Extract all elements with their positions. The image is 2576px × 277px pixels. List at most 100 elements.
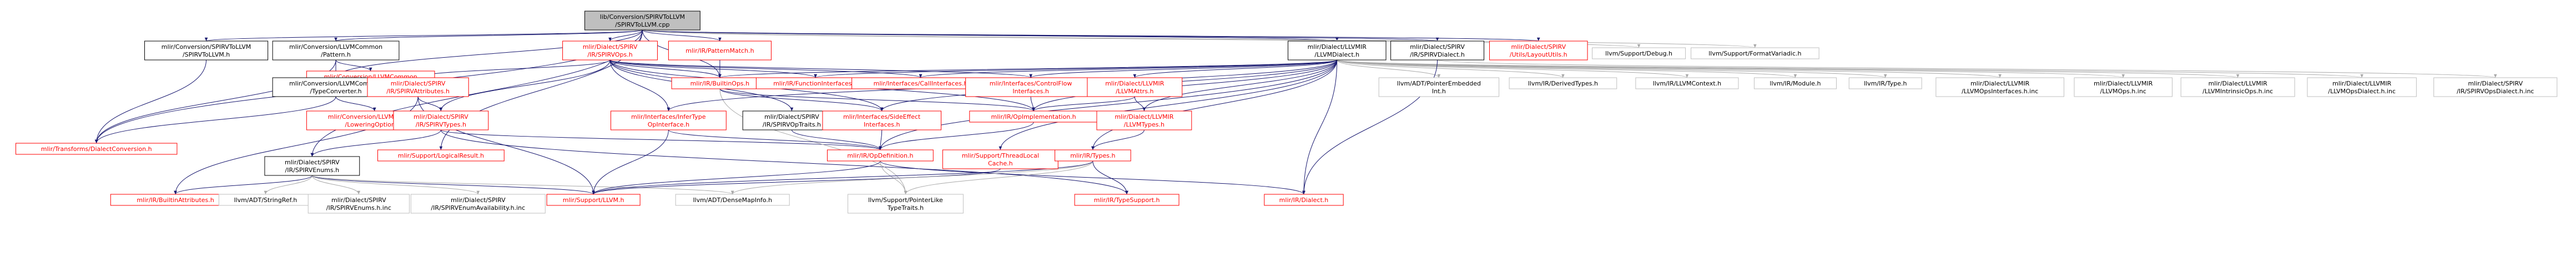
node-label: OpInterface.h: [648, 121, 689, 128]
node-llvmtypes[interactable]: mlir/Dialect/LLVMIR/LLVMTypes.h: [1096, 110, 1192, 130]
node-label: mlir/Dialect/SPIRV: [1511, 43, 1566, 51]
node-opdefinition[interactable]: mlir/IR/OpDefinition.h: [827, 149, 934, 162]
node-box: [1592, 47, 1686, 59]
node-label: mlir/Dialect/LLVMIR: [2332, 80, 2392, 87]
edge-llvmcommon-pattern-to-dialectconversion: [94, 59, 336, 144]
node-logicalresult[interactable]: mlir/Support/LogicalResult.h: [377, 149, 505, 162]
node-llvmir-dialect[interactable]: mlir/Dialect/LLVMIR/LLVMDialect.h: [1288, 41, 1387, 61]
node-spirv-layoututils[interactable]: mlir/Dialect/SPIRV/Utils/LayoutUtils.h: [1489, 41, 1588, 61]
node-label: mlir/IR/BuiltinAttributes.h: [137, 197, 214, 204]
edge-opdefinition-to-llvm-h: [592, 160, 881, 195]
node-label: /IR/SPIRVTypes.h: [416, 121, 466, 128]
node-spirv-dialect[interactable]: mlir/Dialect/SPIRV/IR/SPIRVDialect.h: [1390, 41, 1485, 61]
edge-llvmir-dialect-to-builtinops: [718, 59, 1338, 78]
node-box: [2307, 77, 2417, 97]
edge-llvmattrs-to-opimplementation: [1032, 96, 1135, 112]
node-spirv-enums[interactable]: mlir/Dialect/SPIRV/IR/SPIRVEnums.h: [264, 156, 360, 176]
node-spirv-types[interactable]: mlir/Dialect/SPIRV/IR/SPIRVTypes.h: [393, 110, 489, 130]
node-box: [1096, 110, 1192, 130]
node-box: [562, 41, 658, 61]
node-label: mlir/Dialect/LLVMIR: [1115, 113, 1174, 120]
edge-opimplementation-to-opdefinition: [879, 122, 1034, 150]
node-box: [2074, 77, 2173, 97]
node-label: /LLVMOpsInterfaces.h.inc: [1962, 88, 2038, 95]
node-box: [377, 149, 505, 162]
node-llvmattrs[interactable]: mlir/Dialect/LLVMIR/LLVMAttrs.h: [1087, 77, 1183, 97]
node-box: [822, 110, 942, 130]
node-box: [307, 194, 410, 214]
edge-ir-types-to-pointerliketypetraits: [904, 160, 1093, 195]
node-box: [1753, 77, 1837, 89]
node-label: mlir/Conversion/LLVMCommon: [289, 80, 382, 87]
edge-llvmir-dialect-to-llvmopsinterfaces-inc: [1337, 59, 2002, 78]
node-label: llvm/IR/Type.h: [1864, 80, 1907, 87]
edge-threadlocalcache-to-llvm-h: [592, 168, 1001, 195]
node-patternmatch[interactable]: mlir/IR/PatternMatch.h: [668, 41, 772, 61]
edge-typeconverter-to-loweringoptions: [335, 96, 376, 112]
node-label: mlir/Dialect/SPIRV: [2468, 80, 2523, 87]
node-label: mlir/Interfaces/ControlFlow: [990, 80, 1072, 87]
node-label: llvm/Support/PointerLike: [868, 197, 943, 204]
node-box: [1087, 77, 1183, 97]
node-box: [668, 41, 772, 61]
node-spirv-ops[interactable]: mlir/Dialect/SPIRV/IR/SPIRVOps.h: [562, 41, 658, 61]
node-dialectconversion[interactable]: mlir/Transforms/DialectConversion.h: [15, 143, 178, 155]
node-label: /IR/SPIRVAttributes.h: [386, 88, 450, 95]
node-label: llvm/IR/Module.h: [1770, 80, 1821, 87]
edge-root-to-spirv-layoututils: [642, 29, 1540, 42]
node-ir-types[interactable]: mlir/IR/Types.h: [1055, 149, 1131, 162]
node-box: [2433, 77, 2558, 97]
edge-spirv-ops-to-inferopinterface: [609, 59, 671, 112]
node-label: mlir/IR/TypeSupport.h: [1094, 197, 1160, 204]
edge-root-to-typeconverter: [334, 29, 643, 78]
node-opimplementation[interactable]: mlir/IR/OpImplementation.h: [969, 110, 1098, 123]
node-builtinops[interactable]: mlir/IR/BuiltinOps.h: [671, 77, 769, 89]
node-spirv-attributes[interactable]: mlir/Dialect/SPIRV/IR/SPIRVAttributes.h: [367, 77, 469, 97]
node-box: [546, 194, 641, 206]
node-llvmcommon-pattern[interactable]: mlir/Conversion/LLVMCommon/Pattern.h: [272, 41, 400, 61]
node-stringref: llvm/ADT/StringRef.h: [218, 194, 312, 206]
node-box: [367, 77, 469, 97]
node-llvm-type: llvm/IR/Type.h: [1848, 77, 1922, 89]
node-llvmopsdialect-inc: mlir/Dialect/LLVMIR/LLVMOpsDialect.h.inc: [2307, 77, 2417, 97]
node-box: [393, 110, 489, 130]
node-builtinattributes[interactable]: mlir/IR/BuiltinAttributes.h: [110, 194, 241, 206]
node-derivedtypes: llvm/IR/DerivedTypes.h: [1509, 77, 1617, 89]
node-ir-dialect[interactable]: mlir/IR/Dialect.h: [1264, 194, 1344, 206]
node-label: mlir/IR/PatternMatch.h: [685, 47, 754, 54]
node-root[interactable]: lib/Conversion/SPIRVToLLVM/SPIRVToLLVM.c…: [584, 11, 700, 31]
node-typesupport[interactable]: mlir/IR/TypeSupport.h: [1074, 194, 1179, 206]
node-box: [1264, 194, 1344, 206]
node-label: /LLVMAttrs.h: [1116, 88, 1153, 95]
node-label: llvm/ADT/StringRef.h: [234, 197, 297, 204]
edge-llvmir-dialect-to-llvm-module: [1337, 59, 1797, 78]
node-label: TypeTraits.h: [887, 204, 924, 211]
node-label: /LLVMOpsDialect.h.inc: [2328, 88, 2396, 95]
node-densemapinfo: llvm/ADT/DenseMapInfo.h: [675, 194, 790, 206]
edge-spirv-dialect-to-spirvopsdialect-inc: [1437, 59, 2497, 78]
node-label: mlir/IR/Types.h: [1070, 152, 1115, 159]
node-box: [144, 41, 269, 61]
edge-spirv-types-to-spirv-enums: [310, 129, 441, 157]
edge-opdefinition-to-pointerliketypetraits: [880, 160, 908, 195]
edge-inferopinterface-to-opdefinition: [668, 129, 882, 150]
edge-llvmir-dialect-to-llvmtypes: [1142, 59, 1338, 112]
node-label: /IR/SPIRVEnums.h: [285, 167, 340, 174]
node-llvm-h[interactable]: mlir/Support/LLVM.h: [546, 194, 641, 206]
edge-spirv-types-to-opdefinition: [440, 129, 882, 150]
edge-spirv-ops-to-functioninterfaces: [609, 59, 817, 78]
node-callinterfaces[interactable]: mlir/Interfaces/CallInterfaces.h: [851, 77, 990, 89]
edge-spirv-ops-to-spirv-attributes: [416, 59, 611, 78]
node-label: mlir/Support/LLVM.h: [563, 197, 624, 204]
node-box: [848, 194, 964, 214]
node-box: [264, 156, 360, 176]
edge-llvmir-dialect-to-llvmopsdialect-inc: [1337, 59, 2363, 78]
node-label: /Pattern.h: [321, 51, 351, 58]
node-spirvtollvm-h[interactable]: mlir/Conversion/SPIRVToLLVM/SPIRVToLLVM.…: [144, 41, 269, 61]
